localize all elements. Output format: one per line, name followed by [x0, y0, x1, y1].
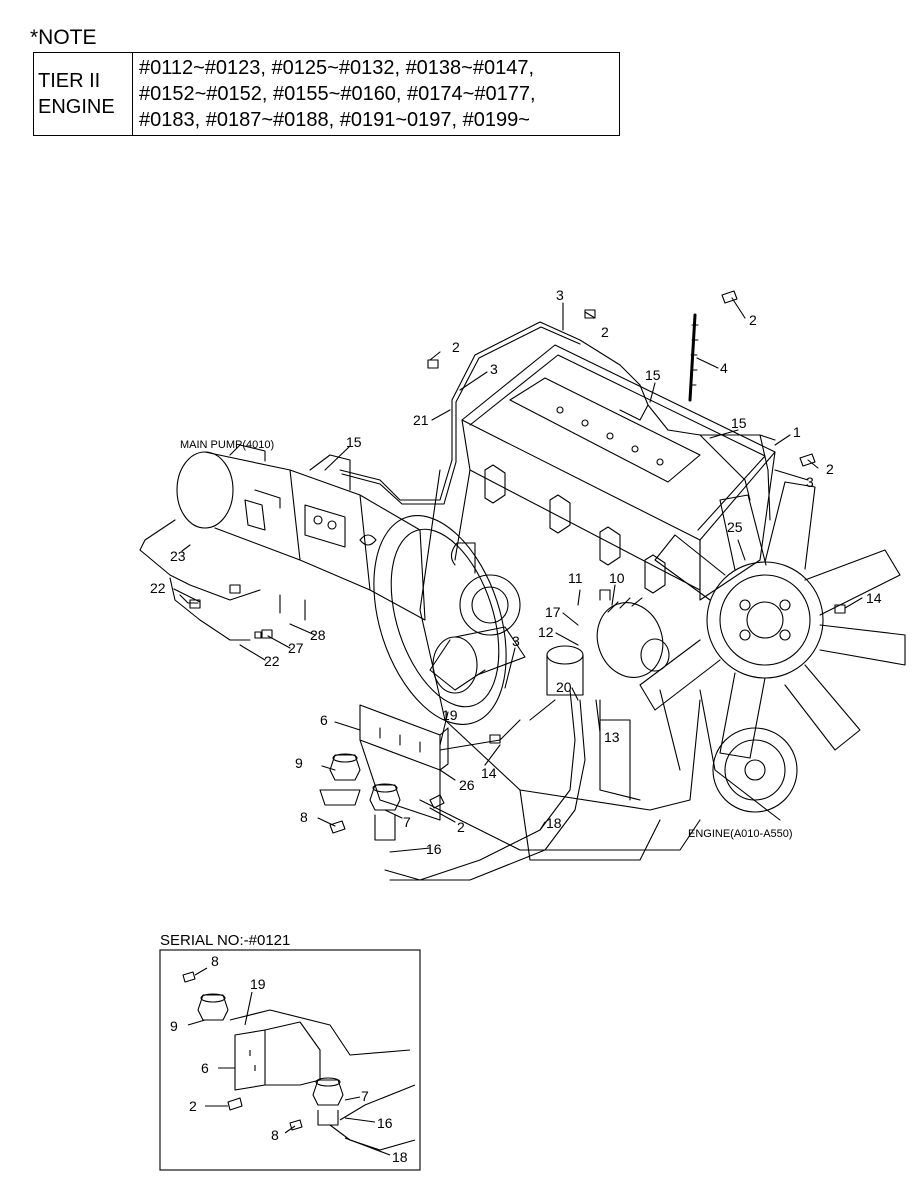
note-serial-line-1: #0112~#0123, #0125~#0132, #0138~#0147, [139, 57, 535, 79]
callout-22a: 22 [150, 580, 166, 596]
callout-2a: 2 [601, 324, 609, 340]
inset-callout-9: 9 [170, 1018, 178, 1034]
callout-25: 25 [727, 519, 743, 535]
serial-inset-frame [159, 949, 421, 1171]
callout-3d: 3 [512, 633, 520, 649]
callout-1: 1 [793, 424, 801, 440]
callout-3b: 3 [490, 361, 498, 377]
callout-6: 6 [320, 712, 328, 728]
callout-7: 7 [403, 814, 411, 830]
callout-12: 12 [538, 624, 554, 640]
callout-2b: 2 [749, 312, 757, 328]
callout-8: 8 [300, 809, 308, 825]
bolts [189, 290, 846, 834]
callout-15b: 15 [731, 415, 747, 431]
alternator [596, 589, 670, 678]
engine-caption: ENGINE(A010-A550) [688, 828, 793, 840]
callout-14b: 14 [481, 765, 497, 781]
callout-3c: 3 [806, 474, 814, 490]
callout-19: 19 [442, 707, 458, 723]
callout-2d: 2 [826, 461, 834, 477]
inset-callout-8b: 8 [271, 1127, 279, 1143]
inset-callout-8a: 8 [211, 953, 219, 969]
callout-22b: 22 [264, 653, 280, 669]
note-serial-line-2: #0152~#0152, #0155~#0160, #0174~#0177, [139, 83, 536, 105]
mount-bracket [359, 704, 449, 821]
note-serial-list: #0112~#0123, #0125~#0132, #0138~#0147, #… [132, 52, 620, 136]
main-pump-caption: MAIN PUMP(4010) [180, 439, 274, 451]
callout-9: 9 [295, 755, 303, 771]
inset-callout-18: 18 [392, 1149, 408, 1165]
callout-27: 27 [288, 640, 304, 656]
note-serial-line-3: #0183, #0187~#0188, #0191~0197, #0199~ [139, 109, 530, 131]
cooling-fan [639, 481, 906, 821]
tier-note-table: TIER II ENGINE #0112~#0123, #0125~#0132,… [33, 52, 620, 136]
inset-parts [182, 967, 416, 1156]
callout-11: 11 [568, 570, 583, 586]
callout-15c: 15 [346, 434, 362, 450]
note-label-line-2: ENGINE [38, 96, 115, 118]
serial-inset-caption: SERIAL NO:-#0121 [160, 932, 290, 949]
main-pump [176, 444, 426, 621]
callout-10: 10 [609, 570, 625, 586]
callout-26: 26 [459, 777, 475, 793]
callout-17: 17 [545, 604, 561, 620]
callout-2c: 2 [452, 339, 460, 355]
inset-callout-6: 6 [201, 1060, 209, 1076]
callout-3a: 3 [556, 287, 564, 303]
callout-21: 21 [413, 412, 429, 428]
inset-callout-7: 7 [361, 1088, 369, 1104]
callout-18: 18 [546, 815, 562, 831]
inset-callout-16: 16 [377, 1115, 393, 1131]
note-row-label: TIER II ENGINE [33, 52, 133, 136]
callout-20: 20 [556, 679, 572, 695]
callout-23: 23 [170, 548, 186, 564]
callout-labels: 3 2 2 2 3 15 4 21 15 1 15 2 3 25 23 11 1… [150, 287, 882, 1165]
callout-14a: 14 [866, 590, 882, 606]
leader-lines [173, 297, 863, 853]
callout-15a: 15 [645, 367, 661, 383]
callout-13: 13 [604, 729, 620, 745]
note-label-line-1: TIER II [38, 70, 101, 92]
inset-callout-2: 2 [189, 1098, 197, 1114]
callout-16: 16 [426, 841, 442, 857]
inset-callout-19: 19 [250, 976, 266, 992]
callout-2e: 2 [457, 819, 465, 835]
ground-strap [688, 313, 697, 402]
callout-4: 4 [720, 360, 728, 376]
wiring-harness [139, 321, 776, 881]
note-title: *NOTE [30, 26, 97, 49]
relay-upper [319, 753, 361, 806]
callout-28: 28 [310, 627, 326, 643]
relay-lower [369, 783, 401, 841]
